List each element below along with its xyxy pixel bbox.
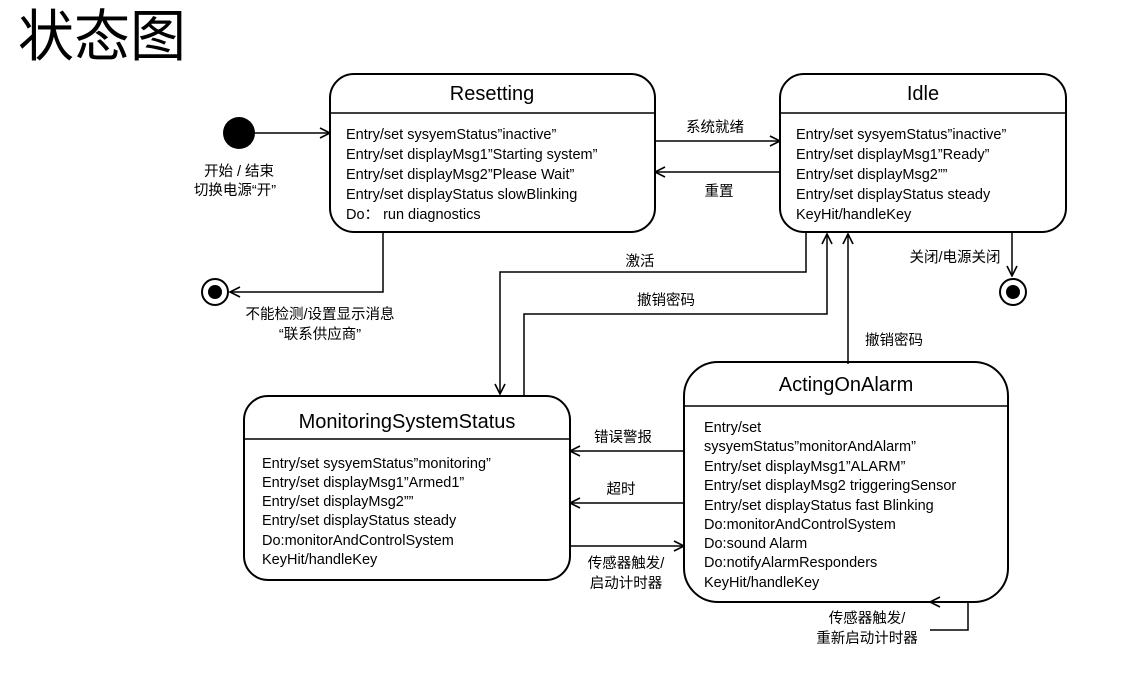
activity: KeyHit/handleKey (796, 207, 912, 223)
activity: KeyHit/handleKey (262, 552, 378, 568)
state-resetting[interactable]: Resetting Entry/set sysyemStatus”inactiv… (329, 73, 656, 233)
page-title: 状态图 (18, 5, 186, 70)
label-cancel-password-2: 撤销密码 (865, 332, 923, 349)
label-system-ready: 系统就绪 (686, 119, 744, 136)
activity: Entry/set displayStatus fast Blinking (704, 498, 934, 514)
activity: Do:notifyAlarmResponders (704, 555, 877, 571)
activity: KeyHit/handleKey (704, 575, 820, 591)
activity: Do:sound Alarm (704, 536, 807, 552)
label-self-line2: 重新启动计时器 (816, 630, 918, 647)
activity: Entry/set displayMsg2 triggeringSensor (704, 478, 956, 494)
final-state-right (999, 278, 1027, 306)
edge-acting-self-loop (930, 602, 969, 631)
activity: Do： run diagnostics (346, 207, 481, 223)
activity: Do:monitorAndControlSystem (262, 533, 454, 549)
activity: Entry/set displayMsg2”” (262, 494, 414, 510)
activity: Entry/set displayStatus slowBlinking (346, 187, 577, 203)
label-sensor-line2: 启动计时器 (590, 575, 663, 592)
edge-monitoring-to-idle (523, 234, 827, 396)
activity: Do:monitorAndControlSystem (704, 517, 896, 533)
activity: Entry/set displayStatus steady (796, 187, 991, 203)
activity: Entry/set displayMsg1”Armed1” (262, 475, 464, 491)
start-label-line1: 开始 / 结束 (204, 163, 274, 180)
edge-idle-to-monitoring (500, 232, 807, 394)
state-name: ActingOnAlarm (779, 374, 914, 396)
label-self-line1: 传感器触发/ (829, 610, 906, 627)
start-label-line2: 切换电源“开” (194, 182, 276, 199)
state-name: MonitoringSystemStatus (299, 411, 516, 433)
label-sensor-line1: 传感器触发/ (588, 555, 665, 572)
activity: Entry/set displayMsg1”Ready” (796, 147, 990, 163)
state-monitoring-system-status[interactable]: MonitoringSystemStatus Entry/set sysyemS… (243, 395, 571, 581)
final-state-left (201, 278, 229, 306)
activity: Entry/set displayStatus steady (262, 513, 457, 529)
activity: Entry/set displayMsg2”” (796, 167, 948, 183)
activity: Entry/set (704, 420, 761, 436)
label-activate: 激活 (626, 253, 655, 270)
edge-resetting-to-final (230, 232, 384, 292)
label-cancel-password-1: 撤销密码 (637, 292, 695, 309)
label-reset: 重置 (705, 183, 734, 200)
activity: Entry/set displayMsg1”Starting system” (346, 147, 598, 163)
label-error-alarm: 错误警报 (594, 429, 652, 446)
label-power-off: 关闭/电源关闭 (909, 249, 1000, 266)
label-fail-line1: 不能检测/设置显示消息 (245, 306, 394, 323)
state-acting-on-alarm[interactable]: ActingOnAlarm Entry/set sysyemStatus”mon… (683, 361, 1009, 603)
state-idle[interactable]: Idle Entry/set sysyemStatus”inactive” En… (779, 73, 1067, 233)
activity: sysyemStatus”monitorAndAlarm” (704, 439, 916, 455)
state-name: Idle (907, 83, 939, 105)
state-name: Resetting (450, 83, 535, 105)
activity: Entry/set displayMsg2”Please Wait” (346, 167, 574, 183)
label-fail-line2: “联系供应商” (279, 325, 361, 343)
label-timeout: 超时 (607, 481, 636, 498)
activity: Entry/set sysyemStatus”inactive” (796, 127, 1006, 143)
activity: Entry/set displayMsg1”ALARM” (704, 459, 906, 475)
initial-state (223, 117, 255, 149)
activity: Entry/set sysyemStatus”monitoring” (262, 456, 491, 472)
activity: Entry/set sysyemStatus”inactive” (346, 127, 556, 143)
